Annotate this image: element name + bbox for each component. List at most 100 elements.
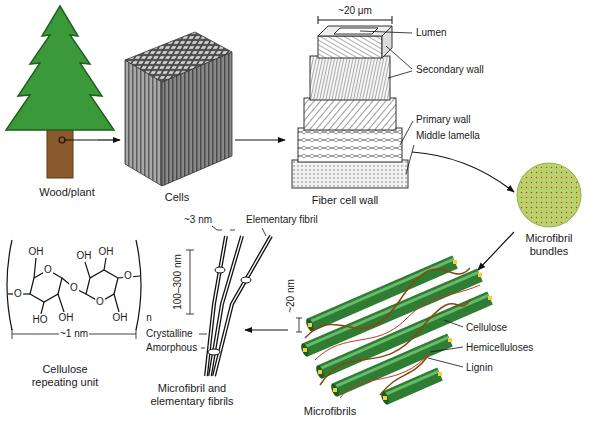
cell-wall-illustration-part	[318, 20, 392, 21]
cells-micrograph-part	[125, 32, 232, 82]
cellulose-cylinder-part	[318, 370, 322, 374]
cellulose-structure-part	[7, 240, 12, 330]
elementary-fibril-illustration-part	[212, 226, 217, 230]
microfibril-panel: Microfibrils	[288, 270, 496, 420]
cellulose-structure-part	[136, 240, 141, 330]
microfibril-illustration	[296, 259, 492, 405]
flow-arrow	[98, 139, 120, 140]
atom-label: O	[123, 270, 133, 282]
cellulose-cylinder-part	[438, 372, 442, 376]
cellulose-structure-part	[85, 262, 90, 278]
panel-caption: Fiber cell wall	[295, 194, 395, 207]
part-label: Cellulose	[466, 322, 507, 334]
cell-wall-illustration-part	[292, 160, 408, 188]
fibril-panel: Microfibril and elementary fibrils	[140, 210, 245, 408]
elementary-fibril-illustration-part	[190, 250, 191, 314]
atom-label: OH	[76, 250, 93, 262]
cell-wall-illustration-part	[298, 128, 402, 162]
cellulose-cylinder-part	[385, 374, 440, 398]
elementary-fibril-illustration-part	[201, 348, 205, 349]
cellulose-structure	[7, 240, 141, 339]
panel-caption: Microfibrils	[290, 405, 370, 418]
part-label: Secondary wall	[416, 64, 484, 76]
cellulose-cylinder-part	[448, 338, 452, 342]
bundle-circle-shape	[517, 163, 581, 227]
elementary-fibril-illustration-part	[208, 349, 220, 355]
atom-label: O	[13, 288, 23, 300]
part-label: Middle lamella	[416, 130, 480, 142]
panel-caption: Microfibril bundles	[514, 232, 584, 258]
cellulose-cylinder-part	[330, 382, 341, 397]
cellulose-structure-part	[58, 294, 64, 312]
cell-wall-illustration-part	[386, 46, 412, 69]
atom-label: OH	[28, 246, 45, 258]
microfibril-illustration-part	[340, 352, 430, 398]
elementary-fibril-illustration-part	[241, 277, 251, 283]
cell-wall-illustration-part	[318, 36, 382, 58]
panel-caption: Wood/plant	[36, 186, 98, 199]
cellulose-cylinder-part	[383, 396, 387, 400]
microfibril-illustration-part	[315, 285, 480, 360]
cell-wall-illustration-part	[334, 28, 378, 34]
tree-illustration-part	[59, 137, 65, 143]
cellulose-structure-part	[62, 278, 86, 294]
flow-arrow	[478, 232, 514, 270]
elementary-fibril-illustration-part	[186, 314, 194, 315]
part-label: Lumen	[416, 27, 447, 39]
cell-wall-illustration-part	[400, 121, 413, 145]
elementary-fibril-illustration-part	[199, 334, 207, 335]
elementary-fibril-illustration-part	[230, 230, 235, 231]
atom-label: O	[69, 282, 79, 294]
panel-caption: Cellulose repeating unit	[20, 363, 110, 389]
bundle-outline	[514, 160, 584, 230]
flow-arrow	[245, 329, 288, 330]
elementary-fibril-illustration-part	[215, 267, 225, 273]
elementary-fibril-illustration-part	[206, 236, 226, 376]
cells-micrograph	[125, 32, 232, 186]
part-label: Crystalline	[146, 328, 193, 340]
part-label: Hemicelluloses	[466, 342, 533, 354]
microfibril-illustration-part	[320, 300, 470, 385]
dimension-label: ~1 nm	[59, 328, 89, 340]
cell-wall-illustration	[292, 16, 414, 188]
cellulose-cylinder-part	[478, 273, 482, 277]
bundle-circle: Microfibril bundles	[514, 160, 584, 260]
flow-arrow	[235, 139, 285, 140]
cell-wall-illustration-part	[318, 16, 319, 24]
cellulose-cylinder-part	[308, 323, 312, 327]
dimension-label: ~20 nm	[285, 279, 297, 313]
microfibril-illustration-part	[296, 332, 302, 333]
flow-arrow	[412, 152, 514, 192]
tree-illustration-part	[47, 124, 73, 178]
tree-illustration	[6, 6, 114, 178]
cell-wall-panel: Fiber cell wall	[285, 28, 412, 208]
cellulose-cylinder	[330, 337, 452, 397]
cellulose-cylinder-part	[300, 342, 311, 357]
atom-label: OH	[98, 246, 115, 258]
dimension-label: ~3 nm	[184, 214, 212, 226]
cellulose-cylinder-part	[315, 364, 326, 379]
elementary-fibril-illustration-part	[214, 236, 271, 376]
atom-label: HO	[32, 314, 49, 326]
cellulose-structure-part	[41, 302, 44, 314]
cellulose-cylinder-part	[488, 296, 492, 300]
atom-label: O	[43, 264, 53, 276]
elementary-fibril-illustration-part	[262, 228, 266, 236]
microfibril-illustration-part	[428, 358, 463, 367]
cell-wall-illustration-part	[388, 71, 412, 78]
cellulose-structure-part	[104, 258, 106, 270]
microfibril-illustration-part	[299, 318, 300, 332]
part-label: Elementary fibril	[246, 214, 318, 226]
cellulose-structure-part	[34, 258, 36, 278]
plant-panel: Wood/plant	[36, 10, 98, 200]
elementary-fibril-illustration-part	[186, 250, 194, 251]
cell-wall-illustration-part	[318, 26, 392, 36]
cellulose-cylinder	[380, 371, 442, 405]
elementary-fibril-illustration	[186, 226, 271, 376]
microfibril-illustration-part	[444, 320, 463, 327]
cell-wall-illustration-part	[310, 56, 390, 100]
atom-label: OH	[112, 312, 129, 324]
tree-illustration-part	[65, 139, 98, 140]
